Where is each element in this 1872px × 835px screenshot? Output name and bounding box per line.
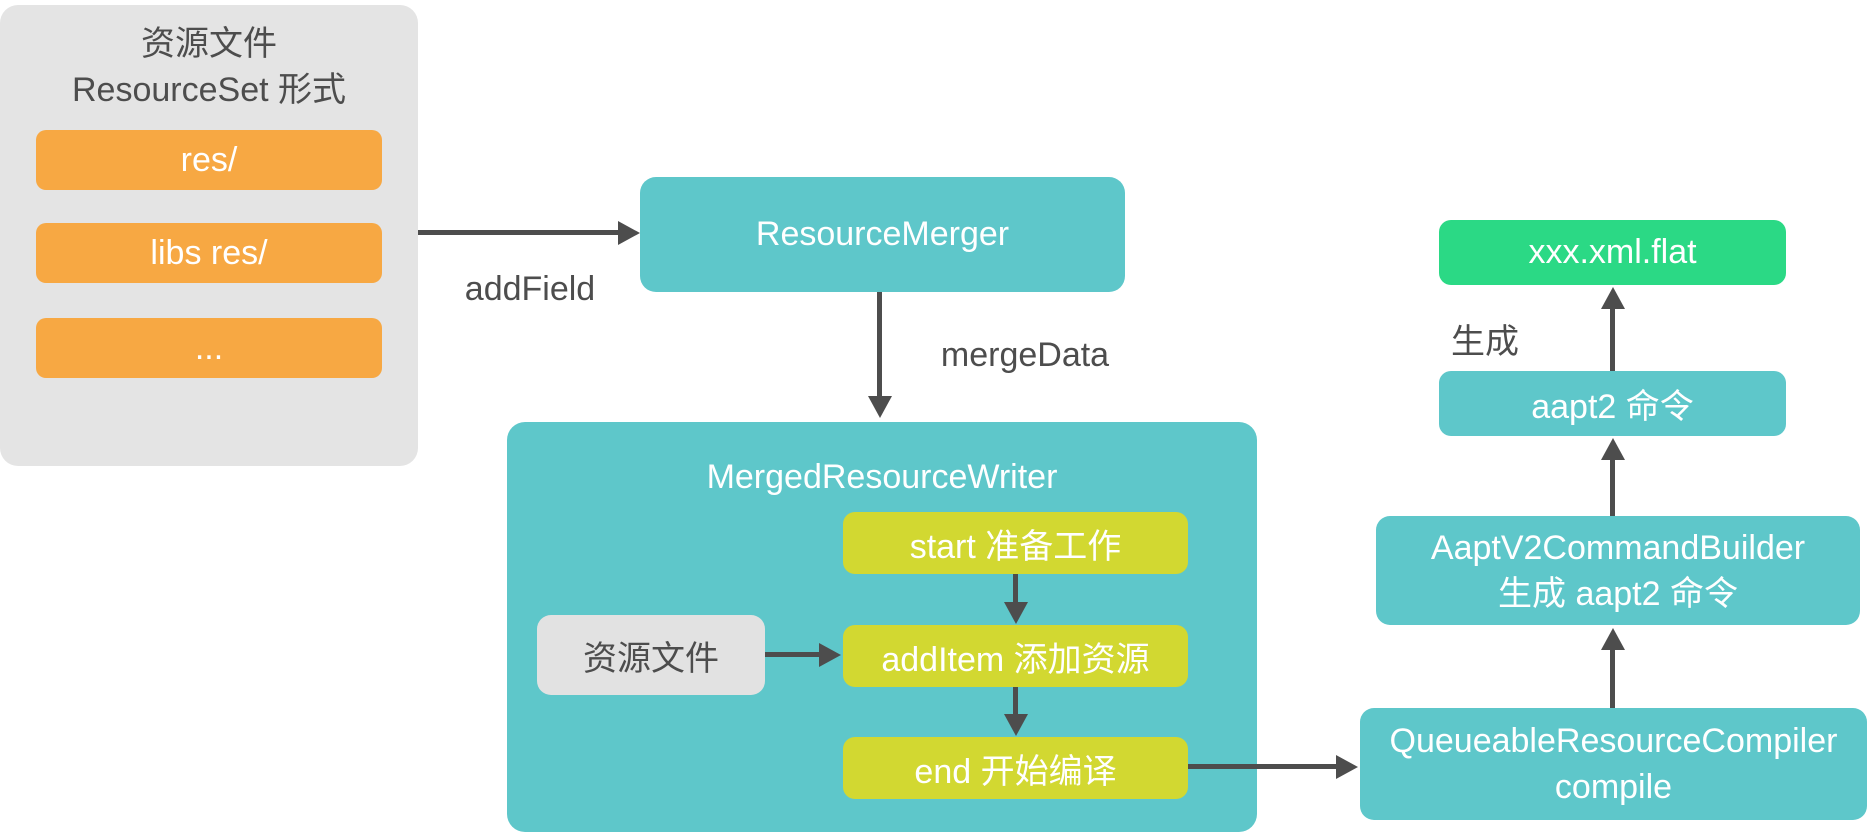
- arrow-panel-to-resource-merger: [418, 230, 618, 235]
- node-resource-merger: ResourceMerger: [640, 177, 1125, 292]
- queueable-line2: compile: [1554, 768, 1673, 806]
- arrow-aapt2-to-flat: [1610, 309, 1615, 371]
- resource-item-more: ...: [36, 318, 382, 378]
- panel-title-line2: ResourceSet 形式: [72, 71, 346, 109]
- edge-label-merge-data: mergeData: [940, 336, 1110, 374]
- merged-resource-writer-title: MergedResourceWriter: [706, 458, 1058, 496]
- arrow-builder-to-aapt2: [1610, 460, 1615, 516]
- node-flat-output: xxx.xml.flat: [1439, 220, 1786, 285]
- arrow-end-to-compiler: [1188, 764, 1336, 769]
- queueable-line1: QueueableResourceCompiler: [1389, 722, 1838, 760]
- resource-set-panel: 资源文件 ResourceSet 形式 res/ libs res/ ...: [0, 5, 418, 466]
- step-start: start 准备工作: [843, 512, 1188, 574]
- arrow-add-item-to-end: [1013, 687, 1018, 714]
- node-resource-file: 资源文件: [537, 615, 765, 695]
- panel-title-line1: 资源文件: [141, 25, 277, 63]
- resource-item-libs-res: libs res/: [36, 223, 382, 283]
- arrow-start-to-add-item: [1013, 574, 1018, 602]
- arrow-compiler-to-builder: [1610, 650, 1615, 708]
- aapt-builder-line2: 生成 aapt2 命令: [1498, 574, 1738, 613]
- resource-item-res: res/: [36, 130, 382, 190]
- arrow-merger-to-writer: [877, 292, 882, 396]
- resource-set-panel-title: 资源文件 ResourceSet 形式: [0, 21, 418, 113]
- arrow-resource-file-to-add-item: [765, 652, 819, 657]
- edge-label-add-field: addField: [464, 270, 596, 308]
- step-add-item: addItem 添加资源: [843, 625, 1188, 687]
- node-aapt-v2-command-builder: AaptV2CommandBuilder 生成 aapt2 命令: [1376, 516, 1860, 625]
- step-end: end 开始编译: [843, 737, 1188, 799]
- edge-label-generate: 生成: [1451, 323, 1519, 361]
- node-queueable-resource-compiler: QueueableResourceCompiler compile: [1360, 708, 1867, 820]
- node-aapt2-command: aapt2 命令: [1439, 371, 1786, 436]
- aapt-builder-line1: AaptV2CommandBuilder: [1430, 528, 1806, 567]
